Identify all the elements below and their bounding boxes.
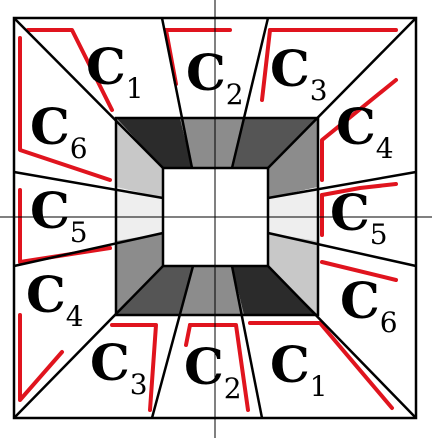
inner-gray-ring xyxy=(116,118,318,315)
red-highlights xyxy=(18,28,398,412)
inner-shade-right-top xyxy=(268,118,318,198)
label-c3-top: C3 xyxy=(270,39,328,107)
label-c5-right: C5 xyxy=(330,183,388,251)
red-mark-c3-bottom xyxy=(110,323,158,412)
inner-shade-right-mid xyxy=(268,187,318,241)
inner-shade-top-left-dark xyxy=(116,118,192,168)
inner-shade-right-bottom xyxy=(268,233,318,315)
label-c4-left: C4 xyxy=(26,265,84,333)
red-mark-c1-top xyxy=(26,28,114,112)
inner-shade-top-mid xyxy=(180,118,244,168)
label-c1-bottom: C1 xyxy=(270,335,328,403)
segment-labels: C1 C2 C3 C4 C5 C6 C1 C2 C3 C4 C5 C6 xyxy=(26,37,398,405)
red-mark-c5-right xyxy=(320,182,398,197)
red-mark-c6-left xyxy=(18,36,112,182)
label-c4-right: C4 xyxy=(336,97,394,165)
red-mark-c3-top-b xyxy=(260,28,272,102)
inner-shade-bottom-mid xyxy=(180,266,244,315)
red-mark-c5-left xyxy=(18,188,112,264)
red-mark-c2-bottom-b xyxy=(184,323,192,347)
inner-shade-left-top xyxy=(116,118,163,198)
red-mark-c4-left xyxy=(18,313,64,402)
label-c2-top: C2 xyxy=(186,43,244,111)
red-mark-c1-bottom xyxy=(248,321,394,410)
label-c2-bottom: C2 xyxy=(184,337,242,405)
label-c1-top: C1 xyxy=(86,37,144,105)
inner-shade-top-right xyxy=(232,118,318,168)
label-c5-left: C5 xyxy=(30,181,88,249)
label-c6-right: C6 xyxy=(340,271,398,339)
inner-shade-bottom-left xyxy=(116,266,193,315)
inner-shade-left-mid xyxy=(116,187,163,241)
label-c6-left: C6 xyxy=(30,97,88,165)
red-mark-c2-bottom xyxy=(188,323,250,412)
label-c3-bottom: C3 xyxy=(90,333,148,401)
inner-shade-left-bottom xyxy=(116,233,163,315)
red-mark-c6-right xyxy=(320,260,398,282)
inner-shade-bottom-right xyxy=(232,266,318,315)
red-mark-c4-right xyxy=(320,78,398,182)
